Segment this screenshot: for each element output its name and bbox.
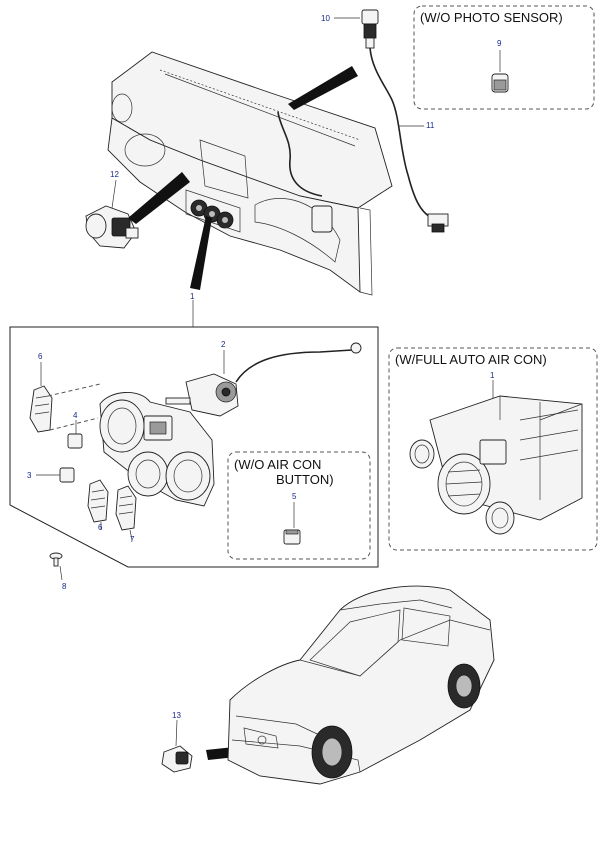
leader-12 <box>111 179 117 209</box>
heater-control-assembly <box>99 392 215 507</box>
callout-10: 10 <box>321 14 330 23</box>
air-con-button-option-box <box>227 451 371 560</box>
callout-1-top: 1 <box>190 292 195 301</box>
part-7-knob <box>115 485 137 531</box>
callout-1-right: 1 <box>490 371 495 380</box>
wire-harness-11 <box>369 47 433 219</box>
part-8-screw <box>49 552 63 567</box>
callout-2: 2 <box>221 340 226 349</box>
photo-sensor-option-box <box>413 5 595 110</box>
leader-7 <box>129 529 133 541</box>
callout-5: 5 <box>292 492 297 501</box>
leader-8 <box>59 565 63 581</box>
car-illustration <box>227 585 495 785</box>
callout-6-top: 6 <box>38 352 43 361</box>
pointer-wedge-1 <box>190 216 212 290</box>
callout-4: 4 <box>73 411 78 420</box>
part-12-switch <box>85 205 139 249</box>
callout-7: 7 <box>130 535 135 544</box>
part-5-button-top <box>285 529 299 535</box>
dashboard-internal-wire <box>277 111 323 197</box>
photo-sensor-box-label: (W/O PHOTO SENSOR) <box>420 10 563 25</box>
part-6-knob-top <box>29 385 53 433</box>
part-3-button <box>59 467 75 483</box>
callout-6-bottom: 6 <box>98 523 103 532</box>
callout-8: 8 <box>62 582 67 591</box>
connector-11-plug <box>431 223 445 233</box>
leader-dashed-knob-2 <box>49 417 99 431</box>
air-con-button-box-label-line2: BUTTON) <box>276 472 334 487</box>
part-13-sensor <box>161 745 193 773</box>
air-con-button-box-label-line1: (W/O AIR CON <box>234 457 321 472</box>
full-auto-control-unit <box>409 395 583 535</box>
part-9-sensor <box>491 73 509 93</box>
callout-13: 13 <box>172 711 181 720</box>
callout-11: 11 <box>426 121 435 130</box>
pointer-wedge-10 <box>288 66 358 110</box>
leader-dashed-knob <box>47 383 101 397</box>
assembly-frame <box>9 326 379 568</box>
dashboard-illustration <box>107 51 393 296</box>
part-10-sensor <box>361 9 379 49</box>
leader-13 <box>175 719 178 747</box>
full-auto-box-label: (W/FULL AUTO AIR CON) <box>395 352 547 367</box>
part-2-actuator <box>165 342 362 417</box>
callout-12: 12 <box>110 170 119 179</box>
full-auto-option-box <box>388 347 598 551</box>
pointer-wedge-12 <box>128 172 190 224</box>
callout-9: 9 <box>497 39 502 48</box>
part-6-knob-bottom <box>87 479 109 523</box>
callout-3: 3 <box>27 471 32 480</box>
part-4-button <box>67 433 83 449</box>
